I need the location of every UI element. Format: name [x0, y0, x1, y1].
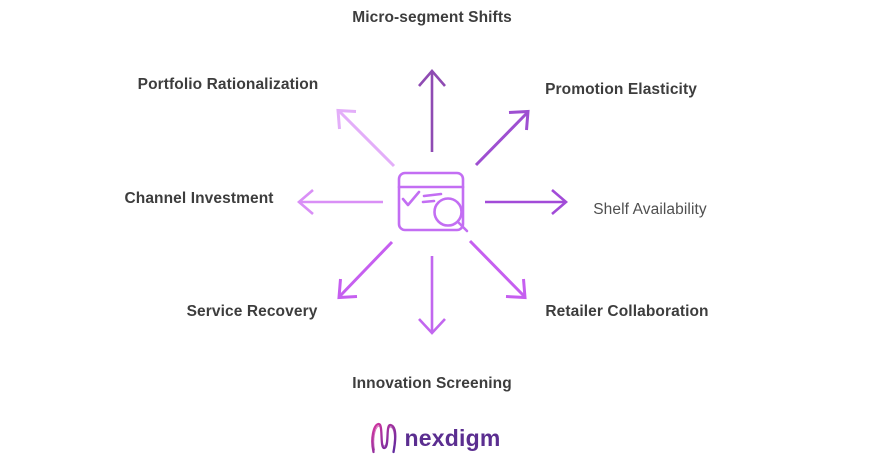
node-label-service-recovery: Service Recovery [186, 303, 318, 320]
nexdigm-logo-icon [371, 422, 397, 454]
nexdigm-logo-text: nexdigm [404, 424, 501, 451]
nexdigm-logo: nexdigm [370, 421, 501, 455]
text-line-icon [422, 192, 443, 198]
arrow-left [297, 189, 383, 215]
arrow-right [485, 189, 568, 215]
magnifier-lens-icon [433, 197, 463, 227]
arrow-down [418, 256, 446, 335]
arrow-bottom-left [337, 240, 394, 300]
node-label-retailer-collaboration: Retailer Collaboration [545, 303, 709, 320]
check-icon [401, 190, 421, 207]
node-label-micro-segment-shifts: Micro-segment Shifts [352, 9, 512, 26]
browser-window-icon [397, 171, 465, 232]
magnifier-handle-icon [456, 220, 469, 233]
arrow-top-left [336, 108, 396, 168]
text-line-icon [421, 199, 436, 204]
node-label-shelf-availability: Shelf Availability [593, 201, 707, 218]
arrow-bottom-right [468, 239, 527, 300]
node-label-channel-investment: Channel Investment [124, 190, 274, 207]
arrow-top-right [474, 109, 530, 167]
node-label-innovation-screening: Innovation Screening [352, 375, 512, 392]
arrow-up [418, 69, 446, 152]
center-icon [397, 171, 469, 233]
node-label-promotion-elasticity: Promotion Elasticity [545, 81, 697, 98]
node-label-portfolio-rationalization: Portfolio Rationalization [137, 76, 319, 93]
